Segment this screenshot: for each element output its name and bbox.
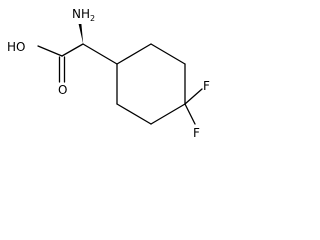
bond-cf-upper	[184, 88, 203, 105]
fluorine-label-upper: F	[203, 79, 210, 93]
fluorine-label-lower: F	[193, 126, 200, 140]
hydroxyl-label: HO	[7, 40, 25, 54]
ring-bond-1	[116, 43, 152, 65]
bond-cf-lower	[184, 103, 196, 125]
ring-bond-2	[150, 43, 186, 65]
bond-carboxyl-hydroxyl	[37, 45, 63, 57]
bond-alpha-carboxyl	[61, 43, 84, 57]
molecule-drawing: NH2 HO O F F	[7, 7, 210, 140]
carbonyl-oxygen-label: O	[58, 83, 67, 97]
amine-label: NH2	[72, 7, 95, 23]
bond-alpha-ring	[82, 43, 118, 65]
ring-bond-5	[116, 103, 152, 125]
ring-bond-4	[150, 103, 186, 125]
wedge-bond-alpha-amine	[78, 24, 84, 44]
structure-canvas: NH2 HO O F F	[0, 0, 237, 154]
